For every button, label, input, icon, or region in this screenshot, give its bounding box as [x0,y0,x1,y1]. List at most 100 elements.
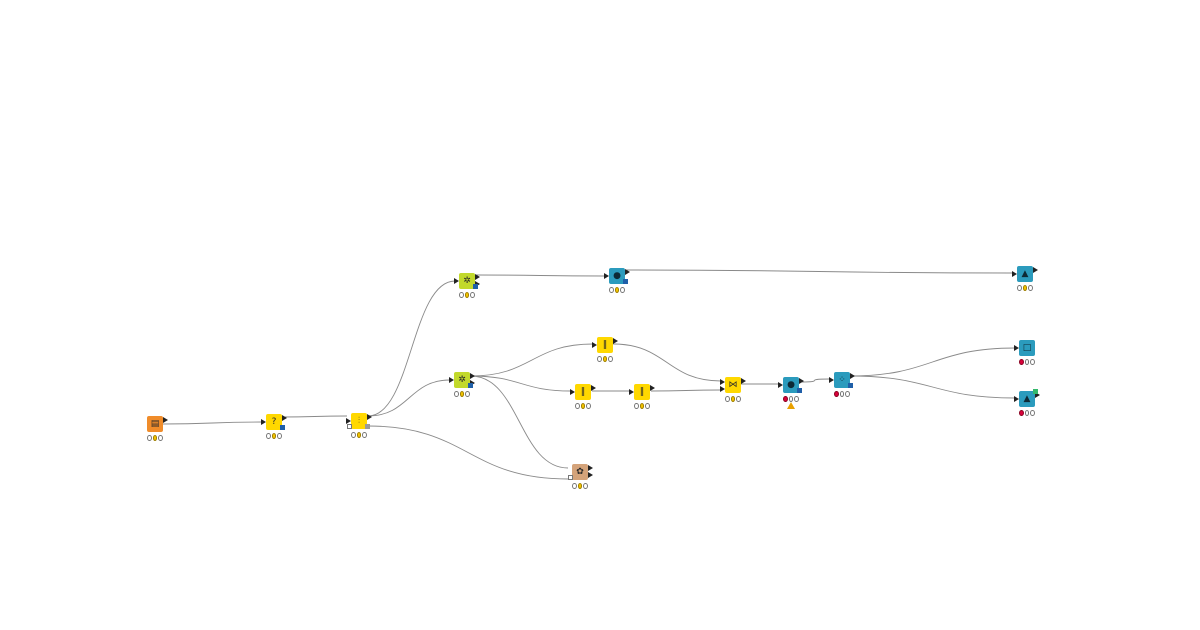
node-status-indicator [1019,410,1036,416]
connection-layer [162,269,1016,480]
input-port[interactable] [449,377,454,383]
partitioning-node[interactable]: ⫶ [346,413,372,438]
model-output-port[interactable] [1033,389,1038,394]
view-node[interactable]: □ [1014,340,1036,365]
predictor-top-node[interactable]: ● [604,268,630,293]
visualizer-node[interactable]: ✿ [568,464,593,489]
connection-edge[interactable] [470,375,569,469]
missing-value-node[interactable]: ? [261,414,287,439]
input-port[interactable] [570,389,575,395]
node-status-indicator [459,292,476,298]
predictor-middle-node[interactable]: ● [778,377,804,409]
column-filter-a-node[interactable]: ‖ [570,384,596,409]
output-port[interactable] [850,373,855,379]
input-port[interactable] [592,342,597,348]
output-port[interactable] [588,465,593,471]
input-port[interactable] [454,278,459,284]
input-port[interactable] [1012,271,1017,277]
status-light [736,396,742,402]
connection-edge[interactable] [470,343,594,377]
output-port[interactable] [741,378,746,384]
model-output-port[interactable] [473,284,478,289]
model-output-port[interactable] [623,279,628,284]
drop-icon: ● [609,268,625,284]
output-port[interactable] [799,378,804,384]
status-light [1019,359,1024,365]
model-output-port[interactable] [365,424,370,429]
output-port[interactable] [367,414,372,420]
connection-edge[interactable] [162,421,263,425]
status-light [1017,285,1022,291]
status-light [1024,410,1030,416]
status-light [575,403,580,409]
input-port[interactable] [346,418,351,424]
input-port[interactable] [629,389,634,395]
status-light [580,403,586,409]
joiner-node[interactable]: ⋈ [720,377,746,402]
connection-edge[interactable] [367,425,569,480]
output-port[interactable] [625,269,630,275]
input-port-optional[interactable] [347,424,352,429]
learner-middle-node[interactable]: ✲ [449,372,475,397]
column-filter-b-node[interactable]: ‖ [629,384,655,409]
output-port[interactable] [282,415,287,421]
output-port[interactable] [1035,392,1040,398]
input-port[interactable] [720,386,725,392]
status-light [634,403,639,409]
input-port[interactable] [829,377,834,383]
node-status-indicator [575,403,592,409]
column-filter-top-node[interactable]: ‖ [592,337,618,362]
model-output-port[interactable] [280,425,285,430]
connection-edge[interactable] [281,415,348,418]
status-light [639,403,645,409]
node-status-indicator [572,483,589,489]
input-port[interactable] [778,382,783,388]
node-status-indicator [609,287,626,293]
input-port-optional[interactable] [568,475,573,480]
warning-icon[interactable] [787,402,795,409]
output-port[interactable] [613,338,618,344]
status-light [356,432,362,438]
output-port[interactable] [163,417,168,423]
connection-edge[interactable] [849,347,1016,377]
node-status-indicator [1017,285,1034,291]
connection-edge[interactable] [624,269,1014,274]
input-port[interactable] [1014,396,1019,402]
learner-top-node[interactable]: ✲ [454,273,480,298]
report-node[interactable]: ▲ [1014,389,1040,416]
output-port[interactable] [470,373,475,379]
question-icon: ? [266,414,282,430]
connection-edge[interactable] [470,375,572,392]
columns-icon: ‖ [634,384,650,400]
status-light [351,432,356,438]
node-status-indicator [597,356,614,362]
connection-edge[interactable] [798,378,831,383]
connection-edge[interactable] [367,280,456,417]
model-output-port[interactable] [848,383,853,388]
status-light [794,396,800,402]
connection-edge[interactable] [475,274,606,277]
scorer-middle-node[interactable]: ⁘ [829,372,855,397]
status-light [602,356,608,362]
output-port[interactable] [588,472,593,478]
connection-edge[interactable] [367,379,451,417]
output-port[interactable] [650,385,655,391]
connection-edge[interactable] [650,389,722,392]
connection-edge[interactable] [849,375,1016,399]
file-reader-node[interactable]: ▤ [147,416,168,441]
output-port[interactable] [1033,267,1038,273]
scorer-top-node[interactable]: ▲ [1012,266,1038,291]
status-light [454,391,459,397]
drop-icon: ● [783,377,799,393]
output-port[interactable] [475,274,480,280]
input-port[interactable] [261,419,266,425]
connection-edge[interactable] [612,343,722,382]
status-light [1030,410,1036,416]
model-output-port[interactable] [468,383,473,388]
input-port[interactable] [720,379,725,385]
input-port[interactable] [1014,345,1019,351]
input-port[interactable] [604,273,609,279]
model-output-port[interactable] [797,388,802,393]
output-port[interactable] [591,385,596,391]
learner-icon: ✲ [459,273,475,289]
